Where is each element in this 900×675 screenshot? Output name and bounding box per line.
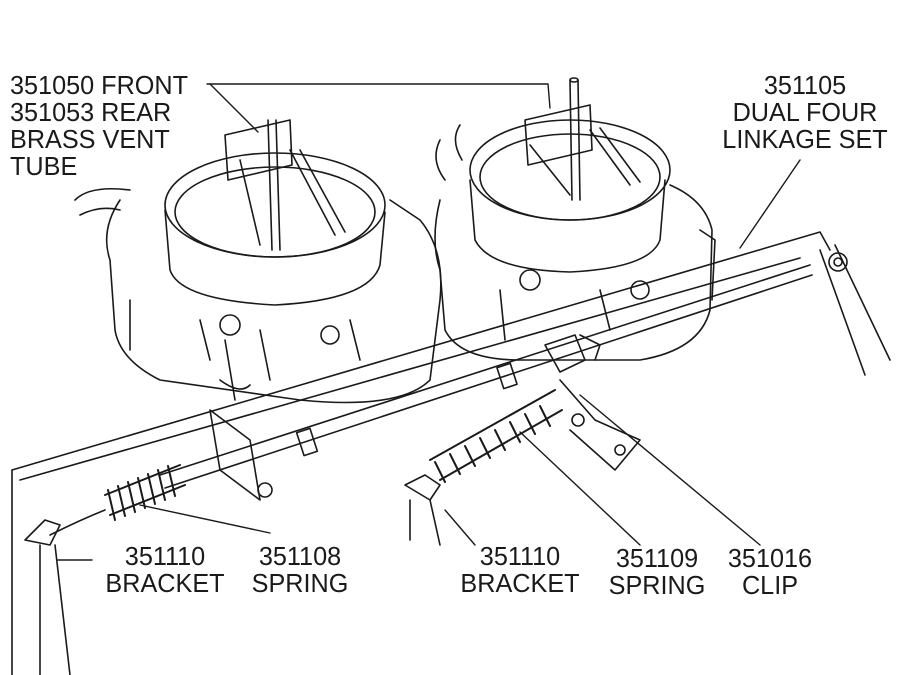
label-spring-right: 351109 SPRING [599, 545, 715, 599]
spring-left-name: SPRING [251, 568, 349, 598]
label-clip: 351016 CLIP [717, 545, 824, 599]
spring-right-number: 351109 [615, 543, 699, 573]
vent-tube-front [224, 119, 346, 251]
bracket-right [404, 474, 441, 546]
label-vent-tube-front: 351050 FRONT [10, 70, 189, 100]
spring-right-name: SPRING [608, 570, 706, 600]
bracket-left [24, 509, 106, 675]
bracket-left-number: 351110 [124, 541, 206, 571]
front-carburetor [74, 152, 442, 404]
bracket-left-name: BRACKET [105, 568, 225, 598]
label-bracket-left: 351110 BRACKET [97, 543, 233, 597]
spring-351109 [429, 389, 563, 483]
label-vent-tube-desc: BRASS VENT [10, 124, 170, 154]
spring-left-number: 351108 [258, 541, 342, 571]
bracket-right-name: BRACKET [460, 568, 580, 598]
clip-name: CLIP [741, 570, 799, 600]
leader-lines [57, 83, 801, 561]
spring-351108 [104, 464, 186, 521]
panel-outline [11, 231, 831, 675]
linkage-set-line3: LINKAGE SET [722, 124, 888, 154]
label-bracket-right: 351110 BRACKET [452, 543, 588, 597]
bracket-right-number: 351110 [479, 541, 561, 571]
linkage-rod [159, 244, 891, 501]
label-vent-tube: 351050 FRONT 351053 REAR BRASS VENT TUBE [10, 72, 188, 180]
linkage-set-number: 351105 [763, 70, 847, 100]
rear-carburetor [434, 119, 716, 361]
vent-tube-rear [524, 77, 641, 201]
label-spring-left: 351108 SPRING [242, 543, 358, 597]
label-vent-tube-rear: 351053 REAR [10, 97, 172, 127]
clip-number: 351016 [727, 543, 813, 573]
label-vent-tube-desc2: TUBE [10, 151, 78, 181]
label-linkage-set: 351105 DUAL FOUR LINKAGE SET [708, 72, 900, 153]
linkage-set-line2: DUAL FOUR [732, 97, 878, 127]
